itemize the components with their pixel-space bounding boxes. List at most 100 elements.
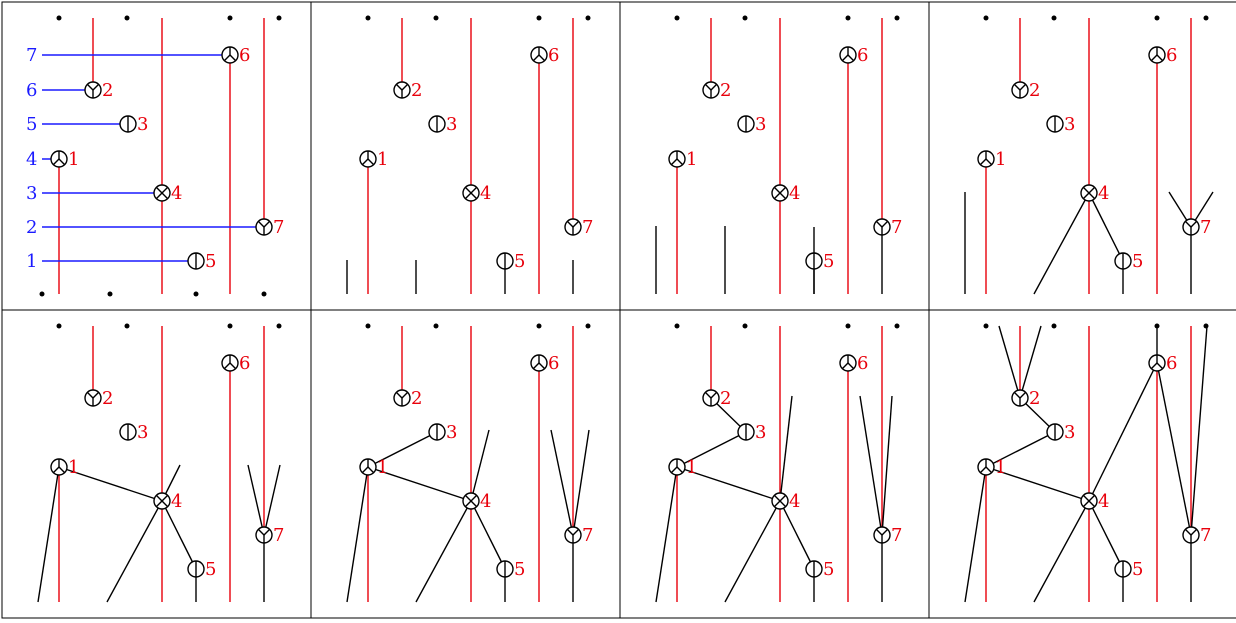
circle-x-icon: [1082, 494, 1096, 508]
circle-x-icon: [773, 186, 787, 200]
peace-sign-icon: [361, 158, 369, 166]
black-edge: [998, 325, 1021, 399]
y-fork-icon: [704, 83, 712, 91]
circle-x-icon: [773, 494, 787, 508]
black-edge: [676, 466, 781, 502]
peace-sign-icon: [538, 362, 546, 370]
peace-sign-icon: [676, 466, 684, 474]
vertex-label: 2: [411, 80, 422, 101]
bottom-dot: [39, 291, 45, 297]
top-dot: [894, 15, 900, 21]
peace-sign-icon: [676, 158, 684, 166]
vertex-label: 4: [1098, 491, 1109, 512]
vertex-label: 4: [789, 491, 800, 512]
y-fork-icon: [92, 83, 100, 91]
vertex-label: 7: [582, 217, 593, 238]
y-fork-icon: [881, 220, 889, 228]
vertex-label: 3: [137, 422, 148, 443]
peace-sign-icon: [841, 54, 849, 62]
top-dot: [983, 323, 989, 329]
black-edge: [106, 500, 163, 603]
y-fork-icon: [566, 220, 574, 228]
vertex-label: 3: [1064, 114, 1075, 135]
vertex-label: 4: [480, 491, 491, 512]
y-fork-icon: [1184, 220, 1192, 228]
vertex-label: 7: [891, 217, 902, 238]
y-fork-icon: [572, 220, 580, 228]
peace-sign-icon: [52, 466, 60, 474]
black-edge: [1088, 362, 1158, 502]
peace-sign-icon: [223, 362, 231, 370]
vertex-label: 7: [273, 217, 284, 238]
top-dot: [536, 323, 542, 329]
vertex-label: 4: [171, 183, 182, 204]
y-fork-icon: [881, 528, 889, 536]
black-edge: [470, 500, 506, 570]
vertex-label: 3: [446, 422, 457, 443]
black-edge: [1033, 192, 1090, 295]
peace-sign-icon: [985, 466, 993, 474]
y-fork-icon: [710, 391, 718, 399]
y-fork-icon: [257, 528, 265, 536]
vertex-label: 6: [1166, 353, 1177, 374]
y-fork-icon: [86, 83, 94, 91]
top-dot: [1203, 323, 1209, 329]
black-edge: [367, 431, 438, 468]
peace-sign-icon: [847, 54, 855, 62]
vertex-label: 5: [823, 251, 834, 272]
top-dot: [433, 15, 439, 21]
y-fork-icon: [92, 391, 100, 399]
y-fork-icon: [566, 528, 574, 536]
black-edge: [1156, 362, 1192, 536]
peace-sign-icon: [985, 158, 993, 166]
circle-x-icon: [464, 186, 478, 200]
top-dot: [124, 323, 130, 329]
vertex-label: 5: [205, 559, 216, 580]
vertex-label: 1: [68, 149, 79, 170]
peace-sign-icon: [1156, 54, 1164, 62]
top-dot: [276, 323, 282, 329]
top-dot: [56, 323, 62, 329]
peace-sign-icon: [229, 362, 237, 370]
black-edge: [1190, 325, 1208, 536]
vertex-label: 1: [377, 149, 388, 170]
top-dot: [585, 15, 591, 21]
top-dot: [276, 15, 282, 21]
vertex-label: 4: [1098, 183, 1109, 204]
y-fork-icon: [1019, 391, 1027, 399]
vertex-label: 2: [411, 388, 422, 409]
vertex-label: 3: [137, 114, 148, 135]
top-dot: [845, 15, 851, 21]
top-dot: [1154, 15, 1160, 21]
vertex-label: 2: [1029, 388, 1040, 409]
top-dot: [56, 15, 62, 21]
bottom-dot: [107, 291, 113, 297]
peace-sign-icon: [367, 466, 375, 474]
peace-sign-icon: [58, 158, 66, 166]
row-label: 1: [26, 251, 37, 272]
peace-sign-icon: [532, 54, 540, 62]
row-label: 2: [26, 217, 37, 238]
peace-sign-icon: [229, 54, 237, 62]
vertex-label: 4: [789, 183, 800, 204]
row-label: 6: [26, 80, 37, 101]
peace-sign-icon: [367, 158, 375, 166]
y-fork-icon: [1190, 528, 1198, 536]
peace-sign-icon: [538, 54, 546, 62]
vertex-label: 2: [102, 388, 113, 409]
vertex-label: 5: [514, 559, 525, 580]
black-edge: [161, 500, 197, 570]
vertex-label: 5: [514, 251, 525, 272]
row-label: 4: [26, 149, 37, 170]
black-edge: [263, 464, 281, 536]
vertex-label: 6: [239, 353, 250, 374]
y-fork-icon: [1019, 83, 1027, 91]
black-edge: [724, 500, 781, 603]
